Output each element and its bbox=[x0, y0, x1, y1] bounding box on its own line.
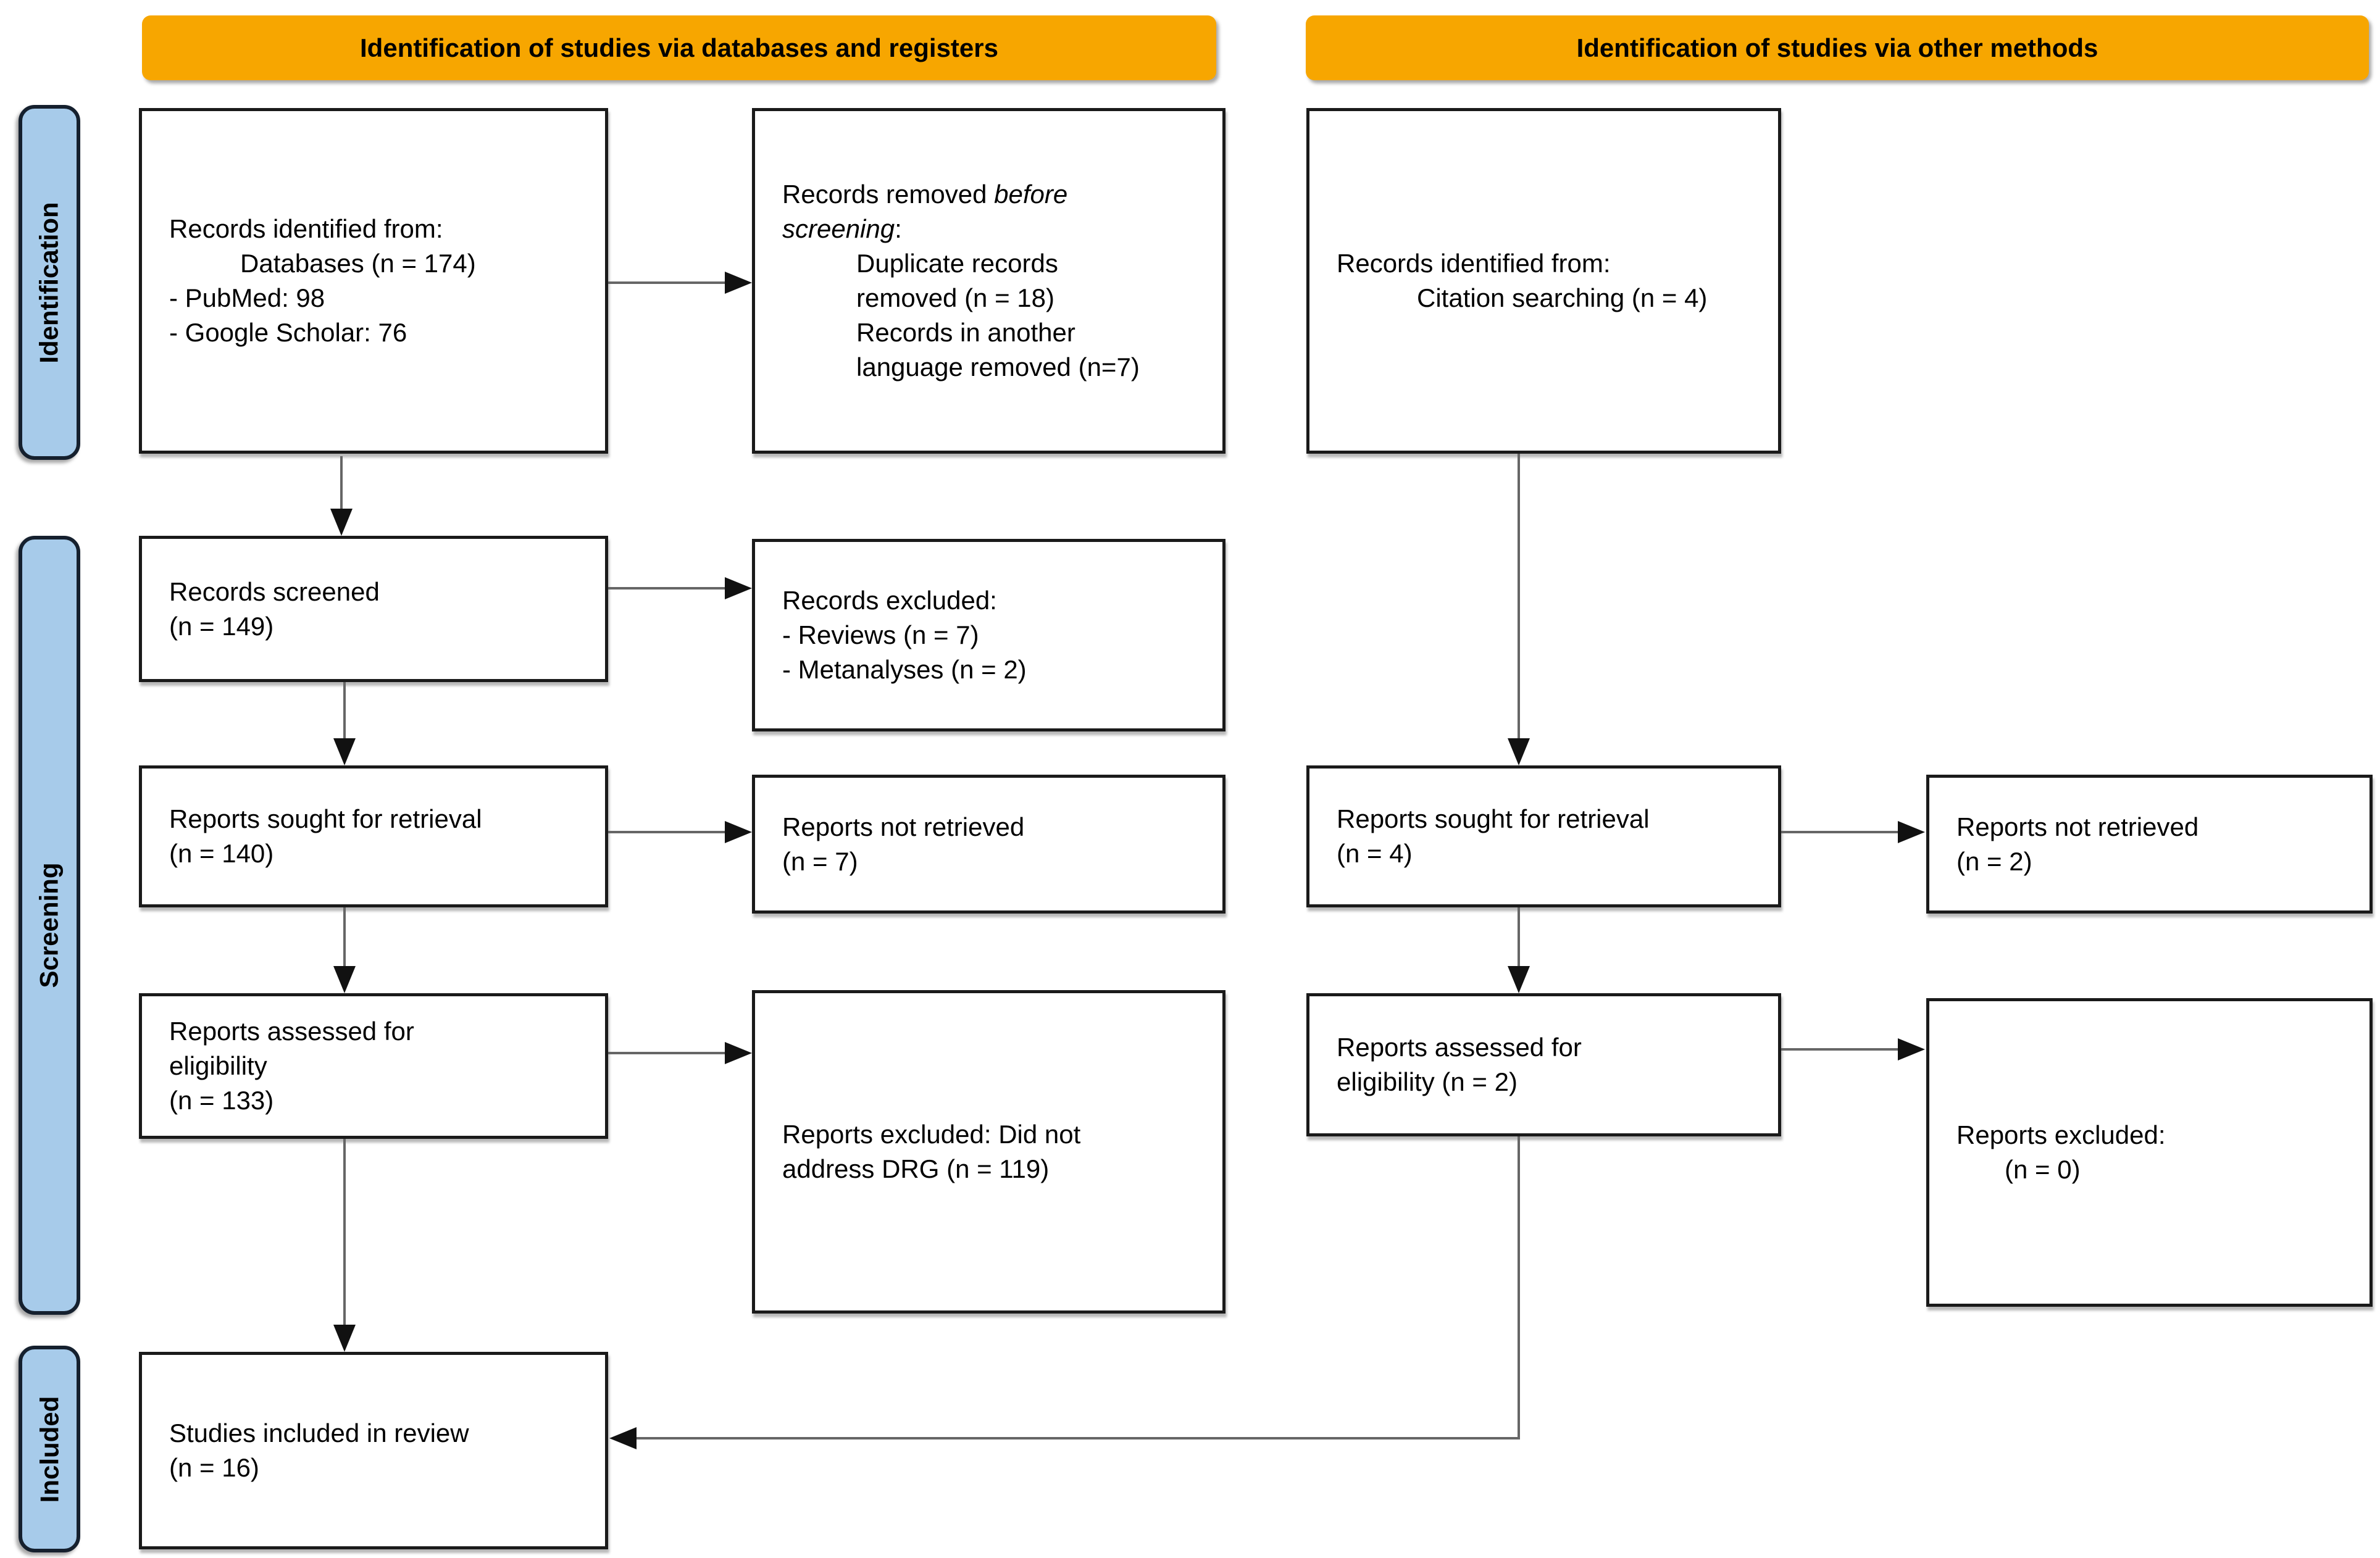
arrow-right-icon bbox=[1898, 821, 1925, 843]
box-reports-excluded-db: Reports excluded: Did not address DRG (n… bbox=[752, 990, 1225, 1314]
box-records-excluded: Records excluded: - Reviews (n = 7) - Me… bbox=[752, 539, 1225, 731]
records-removed-duplicates-2: removed (n = 18) bbox=[856, 283, 1054, 312]
records-identified-pubmed: - PubMed: 98 bbox=[169, 283, 325, 312]
records-identified-scholar: - Google Scholar: 76 bbox=[169, 318, 407, 347]
reports-assessed-other-line1: Reports assessed for bbox=[1337, 1033, 1582, 1062]
arrow-identified-to-screened-line bbox=[340, 456, 343, 511]
arrow-screened-to-excluded-line bbox=[608, 587, 727, 589]
box-reports-assessed-db: Reports assessed for eligibility (n = 13… bbox=[139, 993, 608, 1139]
box-reports-excluded-other: Reports excluded: (n = 0) bbox=[1926, 998, 2373, 1307]
stage-screening: Screening bbox=[19, 536, 80, 1315]
stage-included-label: Included bbox=[35, 1396, 64, 1502]
arrow-down-icon bbox=[1508, 738, 1530, 765]
reports-not-retrieved-db-line2: (n = 7) bbox=[782, 846, 858, 876]
arrow-citation-to-sought-line bbox=[1518, 454, 1520, 739]
reports-excluded-db-line1: Reports excluded: Did not bbox=[782, 1120, 1081, 1149]
arrow-right-icon bbox=[725, 272, 752, 294]
arrow-assessed-to-included-line bbox=[343, 1139, 346, 1326]
arrow-down-icon bbox=[333, 1325, 356, 1352]
records-identified-databases: Databases (n = 174) bbox=[240, 249, 476, 278]
arrow-sought-to-assessed-line bbox=[343, 907, 346, 967]
records-removed-title-line1: Records removed before bbox=[782, 180, 1068, 209]
reports-not-retrieved-other-line1: Reports not retrieved bbox=[1956, 812, 2199, 841]
stage-screening-label: Screening bbox=[35, 862, 64, 988]
banner-other-methods: Identification of studies via other meth… bbox=[1306, 15, 2369, 80]
arrow-sought-to-assessed-other-line bbox=[1518, 907, 1520, 967]
studies-included-line2: (n = 16) bbox=[169, 1453, 259, 1482]
box-reports-sought-db: Reports sought for retrieval (n = 140) bbox=[139, 765, 608, 907]
arrow-right-icon bbox=[725, 1042, 752, 1064]
box-records-identified-other: Records identified from: Citation search… bbox=[1306, 108, 1781, 454]
records-screened-line2: (n = 149) bbox=[169, 611, 274, 641]
arrow-right-icon bbox=[725, 577, 752, 599]
stage-identification: Identification bbox=[19, 105, 80, 460]
records-screened-line1: Records screened bbox=[169, 577, 380, 606]
stage-included: Included bbox=[19, 1346, 80, 1552]
stage-identification-label: Identification bbox=[35, 201, 64, 364]
reports-excluded-other-line2: (n = 0) bbox=[2005, 1155, 2081, 1184]
records-excluded-metanalyses: - Metanalyses (n = 2) bbox=[782, 655, 1027, 684]
records-identified-other-title: Records identified from: bbox=[1337, 249, 1611, 278]
records-removed-language-1: Records in another bbox=[856, 318, 1075, 347]
reports-excluded-other-line1: Reports excluded: bbox=[1956, 1120, 2166, 1149]
reports-sought-db-line2: (n = 140) bbox=[169, 839, 274, 868]
arrow-assessed-to-excluded-line bbox=[608, 1052, 727, 1054]
arrow-right-icon bbox=[1898, 1038, 1925, 1060]
box-reports-sought-other: Reports sought for retrieval (n = 4) bbox=[1306, 765, 1781, 907]
records-removed-title-line2: screening: bbox=[782, 214, 902, 243]
reports-assessed-db-line3: (n = 133) bbox=[169, 1086, 274, 1115]
reports-sought-db-line1: Reports sought for retrieval bbox=[169, 804, 482, 833]
box-reports-not-retrieved-db: Reports not retrieved (n = 7) bbox=[752, 775, 1225, 914]
records-identified-other-citation: Citation searching (n = 4) bbox=[1417, 283, 1708, 312]
box-records-removed: Records removed before screening: Duplic… bbox=[752, 108, 1225, 454]
records-removed-language-2: language removed (n=7) bbox=[856, 352, 1140, 381]
reports-assessed-db-line1: Reports assessed for bbox=[169, 1017, 414, 1046]
box-records-screened: Records screened (n = 149) bbox=[139, 536, 608, 682]
records-excluded-title: Records excluded: bbox=[782, 586, 997, 615]
arrow-left-icon bbox=[609, 1427, 637, 1449]
arrow-down-icon bbox=[330, 509, 353, 536]
arrow-down-icon bbox=[333, 966, 356, 993]
records-removed-duplicates-1: Duplicate records bbox=[856, 249, 1058, 278]
reports-not-retrieved-other-line2: (n = 2) bbox=[1956, 846, 2032, 876]
studies-included-line1: Studies included in review bbox=[169, 1418, 469, 1448]
reports-not-retrieved-db-line1: Reports not retrieved bbox=[782, 812, 1025, 841]
arrow-down-icon bbox=[1508, 966, 1530, 993]
arrow-sought-to-notretrieved-other-line bbox=[1781, 831, 1900, 833]
arrow-right-icon bbox=[725, 821, 752, 843]
records-identified-title: Records identified from: bbox=[169, 214, 443, 243]
arrow-identified-to-removed-line bbox=[608, 281, 727, 284]
banner-other-label: Identification of studies via other meth… bbox=[1576, 33, 2098, 62]
arrow-assessed-other-to-included-hline bbox=[634, 1437, 1520, 1439]
reports-sought-other-line2: (n = 4) bbox=[1337, 839, 1413, 868]
box-reports-assessed-other: Reports assessed for eligibility (n = 2) bbox=[1306, 993, 1781, 1136]
box-reports-not-retrieved-other: Reports not retrieved (n = 2) bbox=[1926, 775, 2373, 914]
arrow-sought-to-notretrieved-line bbox=[608, 831, 727, 833]
box-records-identified: Records identified from: Databases (n = … bbox=[139, 108, 608, 454]
reports-assessed-other-line2: eligibility (n = 2) bbox=[1337, 1067, 1518, 1096]
banner-databases-label: Identification of studies via databases … bbox=[360, 33, 998, 62]
reports-assessed-db-line2: eligibility bbox=[169, 1051, 267, 1080]
arrow-assessed-other-to-included-vline bbox=[1518, 1136, 1520, 1438]
arrow-screened-to-sought-line bbox=[343, 682, 346, 739]
arrow-down-icon bbox=[333, 738, 356, 765]
arrow-assessed-to-excluded-other-line bbox=[1781, 1048, 1900, 1051]
reports-sought-other-line1: Reports sought for retrieval bbox=[1337, 804, 1650, 833]
reports-excluded-db-line2: address DRG (n = 119) bbox=[782, 1154, 1050, 1183]
box-studies-included: Studies included in review (n = 16) bbox=[139, 1352, 608, 1549]
banner-databases-registers: Identification of studies via databases … bbox=[142, 15, 1216, 80]
records-excluded-reviews: - Reviews (n = 7) bbox=[782, 620, 979, 649]
